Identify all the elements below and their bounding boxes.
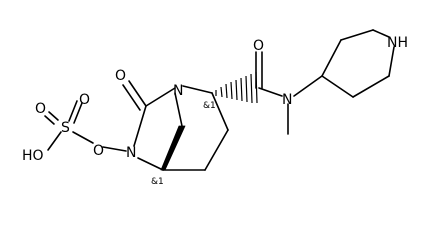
atom-label-n-ring: N [126,145,136,161]
wedge-bond-c5-ch2 [160,125,186,171]
atom-label-ho: HO [22,148,44,164]
bond-o-ester-s [72,131,94,144]
bond-n-bridgehead-c2 [182,85,213,94]
stereo-label-c5: &1 [151,177,164,187]
amide-piperidine-bonds [255,29,395,135]
bond-s-o-top-1 [68,100,78,122]
bond-n-ring-c-lactam [133,105,147,147]
atom-label-o-amide: O [253,38,264,54]
bond-c2-c3 [211,92,229,131]
bond-s-o-top-2 [73,102,83,124]
atom-label-o-sulfonyl-bottom: O [35,101,46,117]
atom-label-o-lactam: O [115,68,126,84]
atom-label-s: S [61,120,70,136]
bond-pip-n-c6 [388,46,395,77]
atom-label-nh-piperidine: NH [387,35,408,51]
bond-n-bridgehead-ch2 [174,92,183,127]
bond-pip-c6-c5 [352,75,390,98]
bond-n-piperidine [293,75,323,97]
molecule-structure: N N N NH O O O S O O HO &1 &1 [22,29,408,187]
atom-labels: N N N NH O O O S O O HO [22,35,408,164]
bond-pip-c2-n [372,29,390,38]
atom-label-n-amide: N [282,92,292,108]
bond-n-ring-o-ester [102,146,127,152]
bond-pip-c5-c4 [321,75,354,98]
atom-label-n-bridgehead: N [173,83,183,99]
bond-s-o-bottom-1 [48,111,59,121]
hashed-bond-c2-amide [215,71,258,104]
bond-c-lactam-n-bridgehead [145,87,176,107]
stereo-labels: &1 &1 [151,101,216,187]
bicyclic-core-bonds [122,80,229,171]
stereo-label-c2: &1 [203,101,216,111]
bond-lactam-co-2 [122,84,141,111]
bond-c5-n-ring [137,157,164,171]
sulfate-bonds [44,100,127,152]
bond-s-oh [47,131,62,151]
bond-pip-c4-c3 [321,39,342,77]
bond-s-o-bottom-2 [44,115,55,125]
bond-c3-c4 [204,129,229,171]
bond-lactam-co-1 [128,80,147,107]
bond-pip-c3-c2 [340,29,374,41]
atom-label-o-ester: O [93,143,104,159]
bond-amide-c-n [258,87,283,97]
atom-label-o-sulfonyl-top: O [79,92,90,108]
